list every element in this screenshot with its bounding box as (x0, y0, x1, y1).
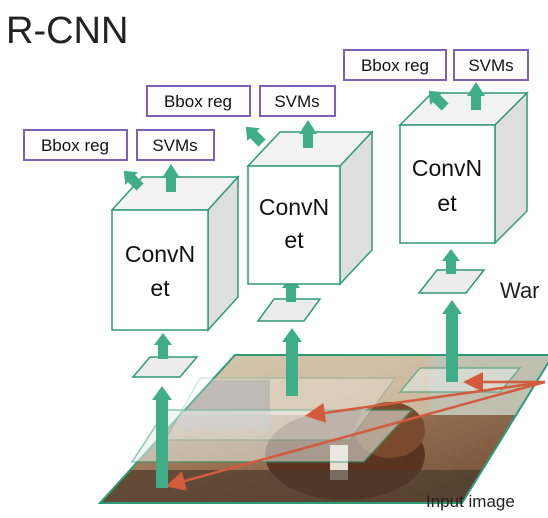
diagram-title: R-CNN (6, 10, 128, 52)
svms-label-3: SVMs (468, 56, 513, 75)
svms-box-3 (453, 49, 529, 81)
svms-label-1: SVMs (152, 136, 197, 155)
bbox-reg-box-2 (146, 85, 251, 117)
bbox-reg-label-3: Bbox reg (361, 56, 429, 75)
input-image (97, 354, 548, 504)
convnet-label-1b: et (150, 275, 170, 301)
bbox-reg-box-1 (23, 129, 128, 161)
convnet-box-3 (399, 124, 496, 244)
bbox-reg-label-2: Bbox reg (164, 92, 232, 111)
convnet-label-2b: et (284, 227, 304, 253)
region-pointer-lines (165, 372, 546, 491)
svms-box-1 (136, 129, 215, 161)
warped-region-3 (417, 269, 486, 294)
warp-label: War (500, 278, 540, 303)
convnet-box-1 (111, 209, 209, 331)
warped-region-1 (131, 356, 199, 378)
convnet-label-3b: et (437, 190, 457, 216)
svms-label-2: SVMs (274, 92, 319, 111)
pipeline-column-1: ConvN et Bbox reg SVMs (23, 129, 240, 488)
pipeline-column-3: ConvN et Bbox reg SVMs (343, 49, 529, 382)
convnet-label-3: ConvN (412, 155, 482, 181)
bbox-reg-label-1: Bbox reg (41, 136, 109, 155)
input-image-label: Input image (426, 492, 515, 511)
convnet-label-2: ConvN (259, 194, 329, 220)
warped-region-2 (256, 298, 322, 322)
bbox-reg-box-3 (343, 49, 447, 81)
convnet-box-2 (247, 165, 341, 285)
pipeline-column-2: ConvN et Bbox reg SVMs (146, 85, 374, 396)
svms-box-2 (259, 85, 336, 117)
convnet-label-1: ConvN (125, 241, 195, 267)
